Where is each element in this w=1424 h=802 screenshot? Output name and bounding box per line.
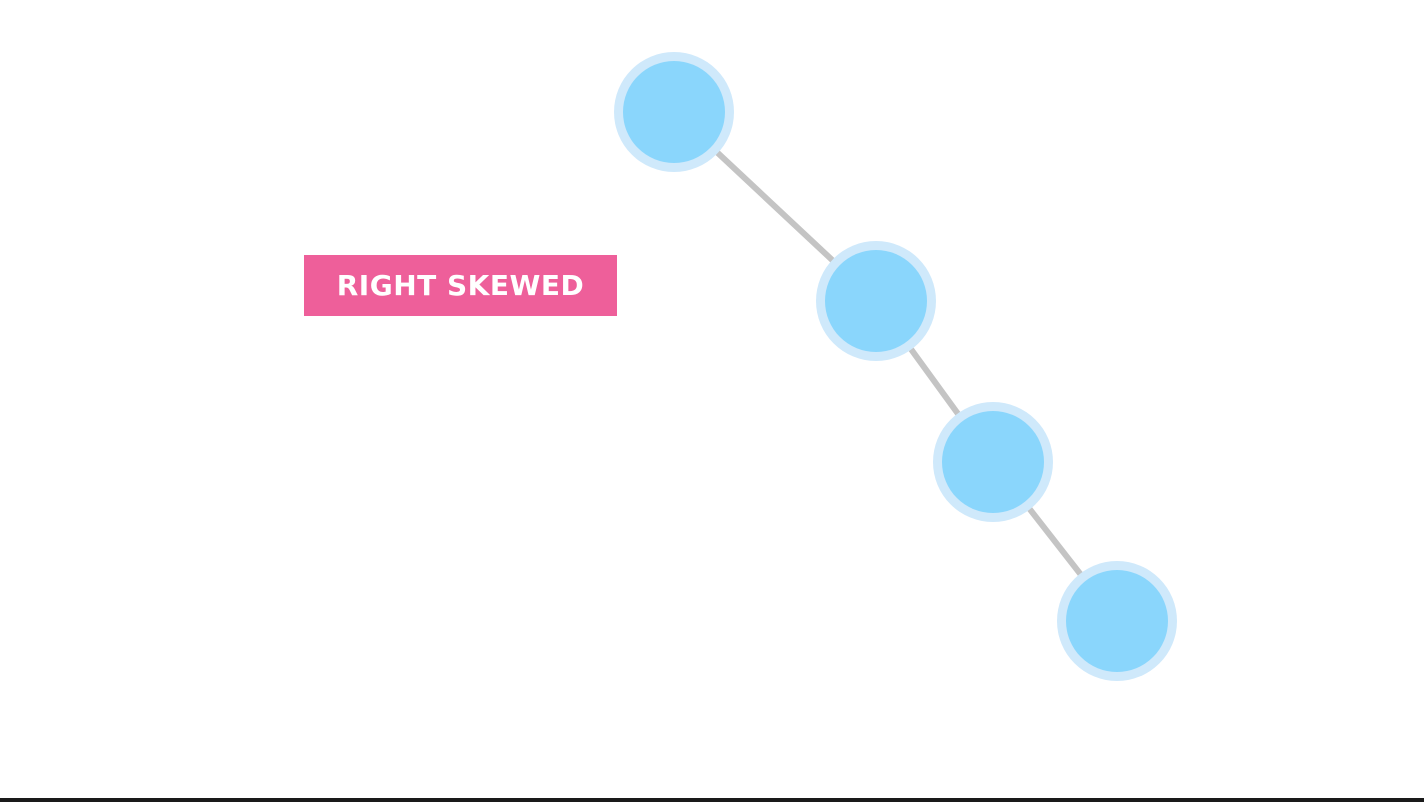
tree-type-label-text: RIGHT SKEWED xyxy=(336,269,585,302)
bottom-divider xyxy=(0,798,1424,802)
tree-node xyxy=(933,402,1053,522)
tree-node-fill xyxy=(1066,570,1168,672)
tree-node-fill xyxy=(623,61,725,163)
tree-node xyxy=(1057,561,1177,681)
tree-node-fill xyxy=(825,250,927,352)
tree-type-label: RIGHT SKEWED xyxy=(304,255,617,316)
tree-node-fill xyxy=(942,411,1044,513)
tree-node xyxy=(816,241,936,361)
tree-node xyxy=(614,52,734,172)
